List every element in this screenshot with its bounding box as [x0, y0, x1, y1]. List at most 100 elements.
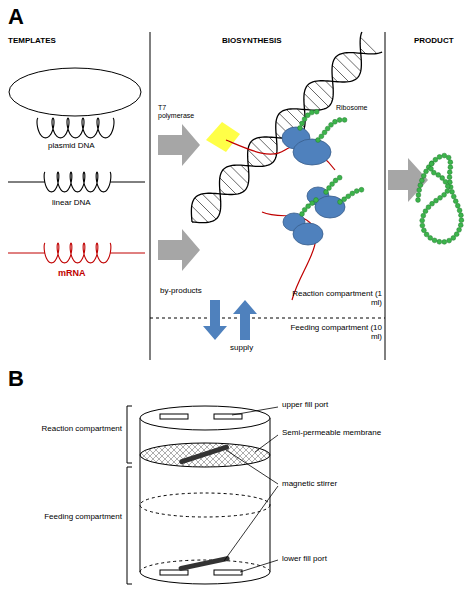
base-pair [223, 170, 244, 191]
amino-acid-bead [459, 213, 464, 218]
flow-label: by-products [160, 286, 202, 295]
panel-letter: B [8, 366, 24, 391]
amino-acid-bead [338, 200, 343, 205]
amino-acid-bead [458, 223, 463, 228]
cylinder-top [140, 406, 270, 430]
amino-acid-bead [455, 203, 460, 208]
amino-acid-bead [342, 197, 347, 202]
amino-acid-bead [305, 113, 310, 118]
amino-acid-bead [421, 228, 426, 233]
base-pair [315, 81, 333, 99]
leader-line [224, 486, 278, 561]
amino-acid-bead [420, 218, 425, 223]
compartment-label: Reaction compartment [14, 424, 122, 433]
amino-acid-bead [354, 189, 359, 194]
amino-acid-bead [451, 236, 456, 241]
stirrer-bar [179, 444, 230, 465]
base-pair [353, 53, 361, 61]
amino-acid-bead [337, 118, 342, 123]
fill-port [214, 414, 242, 419]
amino-acid-bead [437, 239, 442, 244]
mrna-strand [226, 140, 335, 170]
amino-acid-bead [448, 165, 453, 170]
amino-acid-bead [421, 173, 426, 178]
amino-acid-bead [421, 213, 426, 218]
amino-acid-bead [327, 186, 332, 191]
column-heading: BIOSYNTHESIS [222, 36, 282, 45]
amino-acid-bead [447, 175, 452, 180]
plasmid-ring [9, 68, 141, 116]
amino-acid-bead [420, 223, 425, 228]
flow-label: supply [230, 343, 253, 352]
amino-acid-bead [440, 176, 445, 181]
strand-line [8, 182, 45, 183]
amino-acid-bead [419, 178, 424, 183]
compartment-label: Feeding compartment (10 ml) [288, 323, 382, 341]
amino-acid-bead [453, 199, 458, 204]
amino-acid-bead [423, 209, 428, 214]
leader-line [232, 407, 278, 415]
amino-acid-bead [445, 189, 450, 194]
stirrer-bar [178, 556, 230, 572]
column-line [385, 32, 386, 360]
amino-acid-bead [438, 195, 443, 200]
amino-acid-bead [418, 183, 423, 188]
base-pair [287, 110, 305, 128]
amino-acid-bead [459, 218, 464, 223]
amino-acid-bead [342, 118, 347, 123]
amino-acid-bead [333, 178, 338, 183]
base-pair [325, 81, 333, 89]
amino-acid-bead [322, 130, 327, 135]
flow-arrow [388, 158, 428, 202]
ribosome [315, 196, 345, 218]
amino-acid-bead [429, 166, 434, 171]
dna-strand [192, 52, 382, 223]
part-label: magnetic stirrer [282, 479, 337, 488]
amino-acid-bead [324, 190, 329, 195]
amino-acid-bead [433, 157, 438, 162]
flow-arrow [158, 229, 200, 271]
amino-acid-bead [350, 191, 355, 196]
fill-port [214, 570, 242, 575]
amino-acid-bead [429, 161, 434, 166]
template-coil [37, 118, 114, 138]
template-label: linear DNA [52, 198, 91, 207]
compartment-divider [150, 318, 385, 319]
part-label: T7 polymerase [158, 104, 202, 120]
panel-letter: A [8, 4, 24, 29]
column-heading: TEMPLATES [8, 36, 56, 45]
amino-acid-bead [424, 169, 429, 174]
part-label: lower fill port [282, 554, 327, 563]
base-pair [343, 53, 361, 71]
bracket [127, 406, 132, 463]
amino-acid-bead [432, 238, 437, 243]
part-label: Semi-permeable membrane [282, 428, 381, 437]
amino-acid-bead [451, 194, 456, 199]
compartment-label: Reaction compartment (1 ml) [288, 289, 382, 307]
column-heading: PRODUCT [414, 36, 454, 45]
base-pair [195, 198, 216, 219]
part-label: upper fill port [282, 400, 328, 409]
polymerase-shape [206, 122, 240, 152]
amino-acid-bead [450, 189, 455, 194]
leader-line [240, 560, 278, 572]
amino-acid-bead [434, 198, 439, 203]
base-pair [230, 166, 248, 184]
ribosome [293, 223, 323, 245]
base-pair [307, 85, 328, 106]
template-label: mRNA [58, 268, 86, 278]
dna-strand [191, 32, 362, 222]
membrane [140, 443, 270, 467]
amino-acid-bead [314, 109, 319, 114]
cylinder-section [140, 493, 270, 517]
base-pair [251, 142, 272, 163]
part-label: Ribosome [336, 104, 368, 112]
amino-acid-bead [417, 188, 422, 193]
amino-acid-bead [333, 119, 338, 124]
bracket [127, 467, 132, 584]
base-pair [336, 57, 357, 78]
leader-line [226, 450, 278, 484]
amino-acid-bead [359, 187, 364, 192]
